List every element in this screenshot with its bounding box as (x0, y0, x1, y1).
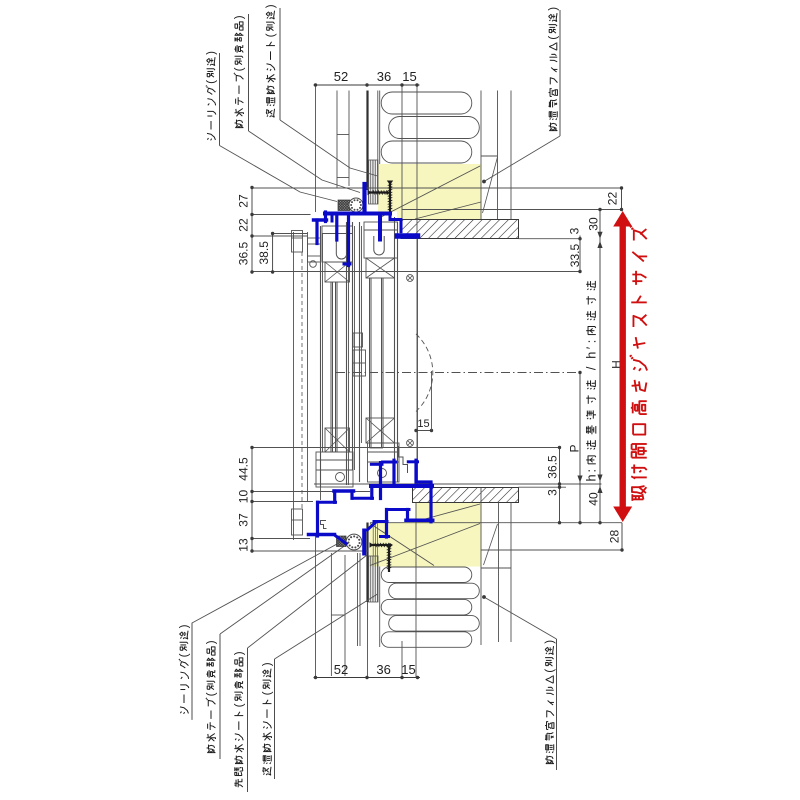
svg-text:H: H (610, 360, 624, 369)
svg-text:(: ( (547, 36, 560, 40)
svg-text:10: 10 (237, 490, 251, 504)
svg-text:38.5: 38.5 (257, 241, 271, 265)
svg-text:h: h (584, 474, 599, 481)
svg-text:(: ( (232, 703, 245, 707)
svg-text:h: h (584, 352, 599, 359)
svg-text:(: ( (205, 692, 218, 696)
svg-text:): ) (547, 7, 560, 11)
svg-text:22: 22 (606, 192, 620, 206)
svg-text:(: ( (205, 80, 218, 84)
svg-text:15: 15 (417, 418, 429, 430)
svg-text:27: 27 (237, 194, 251, 208)
svg-text:33.5: 33.5 (568, 243, 582, 267)
svg-text:36: 36 (377, 69, 391, 84)
svg-text:): ) (261, 662, 274, 666)
svg-text:3: 3 (546, 489, 560, 496)
svg-text:): ) (205, 640, 218, 644)
svg-text:): ) (205, 51, 218, 55)
svg-text::: : (584, 469, 599, 473)
svg-text:): ) (233, 15, 246, 19)
svg-text:15: 15 (402, 69, 416, 84)
svg-text:22: 22 (237, 218, 251, 232)
svg-text:(: ( (233, 67, 246, 71)
svg-text:P: P (568, 444, 582, 452)
svg-text:): ) (232, 651, 245, 655)
svg-text:(: ( (261, 691, 274, 695)
svg-text::: : (584, 340, 599, 344)
svg-text:(: ( (264, 33, 277, 37)
svg-text:(: ( (543, 669, 556, 673)
svg-text:(: ( (178, 653, 191, 657)
svg-text:40: 40 (587, 492, 601, 506)
svg-text:44.5: 44.5 (237, 457, 251, 481)
svg-text:/: / (584, 366, 599, 370)
svg-text:52: 52 (334, 662, 348, 677)
svg-text:15: 15 (401, 662, 415, 677)
svg-text:30: 30 (587, 217, 601, 231)
svg-text:′: ′ (584, 346, 599, 349)
svg-text:52: 52 (334, 69, 348, 84)
svg-text:): ) (178, 624, 191, 628)
svg-text:): ) (264, 4, 277, 8)
svg-text:3: 3 (568, 227, 582, 234)
svg-text:28: 28 (608, 530, 622, 544)
svg-text:13: 13 (237, 538, 251, 552)
svg-text:): ) (543, 640, 556, 644)
svg-text:36.5: 36.5 (546, 455, 560, 479)
svg-text:36: 36 (376, 662, 390, 677)
svg-text:36.5: 36.5 (237, 241, 251, 265)
svg-text:37: 37 (237, 513, 251, 527)
